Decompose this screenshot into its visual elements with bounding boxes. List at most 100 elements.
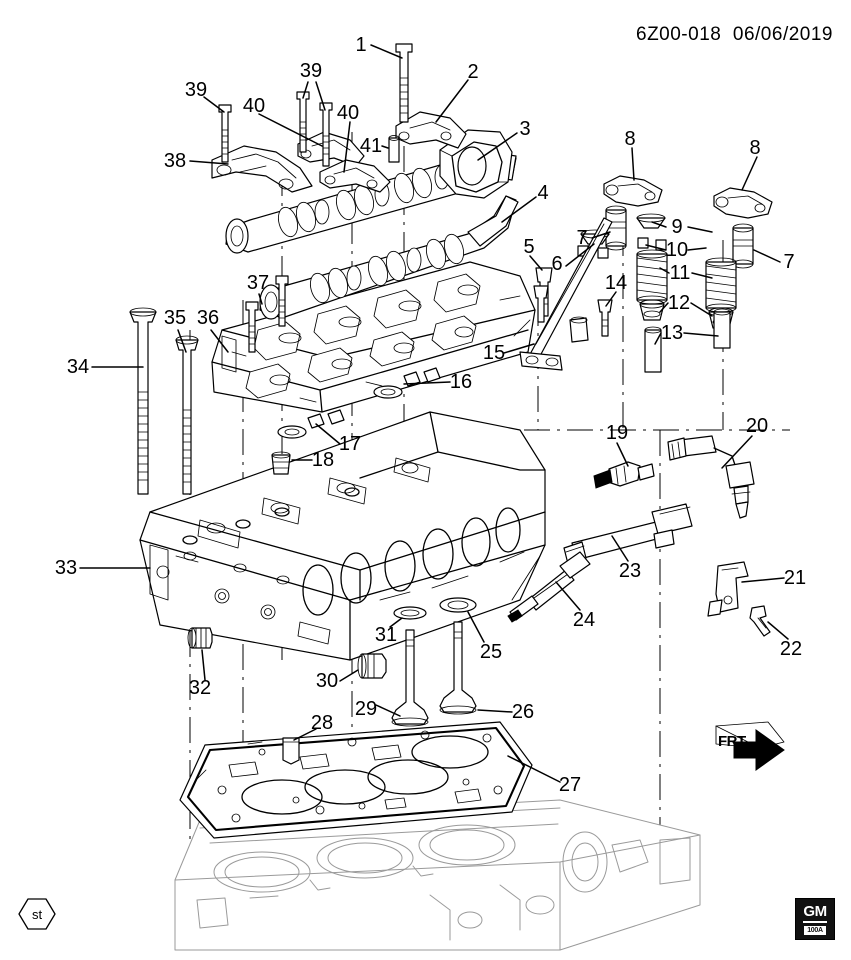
callout-fuel-injector-rail-pipe: 23	[618, 560, 642, 582]
callout-rocker-arm: 8	[624, 128, 636, 150]
camshaft-carrier	[211, 261, 536, 413]
valve-guide-13a	[644, 326, 662, 373]
cup-plug-18	[271, 451, 291, 475]
oil-control-valve-20	[667, 435, 755, 519]
callout-valve-guide: 13	[660, 322, 684, 344]
callout-valve-stem-key: 10	[665, 239, 689, 261]
bearing-cap-dowel-41	[388, 135, 400, 163]
callout-valve-spring: 11	[669, 262, 691, 284]
oil-pipe-bolt-14	[597, 299, 613, 337]
drawing-header: 6Z00-018 06/06/2019	[636, 24, 833, 45]
callout-valve-lash-adjuster: 7	[576, 227, 588, 249]
rocker-arm-8a	[603, 175, 663, 207]
valve-seat-16	[373, 367, 441, 399]
callout-valve-lash-adjuster: 7	[783, 251, 795, 273]
callout-bearing-cap-bolt: 39	[299, 60, 323, 82]
gm-sub-mark: 100A	[804, 925, 826, 935]
callout-valve-seat-exhaust: 25	[479, 641, 503, 663]
valve-spring-11b	[705, 257, 737, 313]
callout-oil-feed-pipe-bolt: 5	[523, 236, 535, 258]
bearing-cap-bolt-39b	[296, 91, 310, 153]
valve-seat-intake-31	[393, 606, 427, 620]
camshaft-carrier-bolt-37b	[275, 275, 289, 327]
bearing-cap-40a	[297, 131, 365, 167]
camshaft-bearing-cap-bolt-1	[395, 43, 413, 123]
callout-bearing-cap-bolt: 39	[184, 79, 208, 101]
callout-bearing-cap-dowel: 41	[359, 135, 383, 157]
fuel-injector-24	[507, 551, 591, 623]
bearing-cap-2	[395, 111, 467, 149]
callout-camshaft-bearing-cap: 2	[467, 61, 479, 83]
callout-valve-spring-retainer: 9	[671, 216, 683, 238]
bearing-cap-38	[211, 145, 313, 193]
callout-oil-gallery-plug: 30	[315, 670, 339, 692]
oil-gallery-plug-30	[357, 653, 387, 679]
callout-camshaft-bearing-cap-bolt: 1	[355, 34, 367, 56]
dowel-pin	[282, 737, 300, 765]
callout-camshaft-position-actuator: 3	[519, 118, 531, 140]
callout-camshaft-carrier-bolt: 37	[246, 272, 270, 294]
leader-lines	[79, 44, 789, 783]
gm-rule	[803, 920, 827, 923]
callout-intake-valve: 29	[354, 698, 378, 720]
callout-valve-seat-insert: 17	[338, 433, 362, 455]
bearing-cap-bolt-39a	[218, 104, 232, 163]
callout-dowel-pin: 28	[310, 712, 334, 734]
oil-control-valve-bolt-15	[533, 285, 549, 323]
valve-lash-adjuster-7b	[732, 223, 754, 269]
callout-rocker-arm: 8	[749, 137, 761, 159]
intake-valve-29	[391, 629, 429, 727]
gm-wordmark: GM	[803, 902, 827, 920]
frt-label: FRT	[718, 733, 746, 750]
valve-seat-17	[277, 409, 345, 439]
callout-camshaft-bearing-cap: 40	[336, 102, 360, 124]
callout-oil-feed-pipe: 6	[551, 253, 563, 275]
callout-coolant-drain-plug: 32	[188, 677, 212, 699]
valve-guide-13b	[713, 308, 731, 349]
callout-camshaft-intake: 4	[537, 182, 549, 204]
bearing-cap-bolt-39c	[319, 102, 333, 167]
cylinder-head-gasket	[179, 721, 533, 839]
st-stamp	[18, 898, 56, 930]
oil-feed-pipe-6	[519, 217, 613, 371]
callout-camshaft-bearing-cap-rear: 38	[163, 150, 187, 172]
callout-oil-control-valve-bolt: 15	[482, 342, 506, 364]
gm-logo-badge: GM 100A	[795, 898, 835, 940]
cylinder-head-bolt-short-35	[175, 335, 199, 495]
valve-stem-oil-seal-12a	[639, 299, 665, 321]
valve-spring-11a	[636, 249, 668, 305]
callout-oil-control-valve: 20	[745, 415, 769, 437]
camshaft-position-sensor-19	[593, 461, 655, 489]
cylinder-head-casting	[139, 411, 546, 661]
callout-bracket-bolt: 22	[779, 638, 803, 660]
rocker-arm-8b	[713, 187, 773, 219]
valve-seat-exhaust-25	[439, 597, 477, 613]
wiring-harness-bracket-21	[707, 561, 749, 617]
fuel-rail-pipe-23	[563, 503, 693, 565]
callout-camshaft-position-sensor: 19	[605, 422, 629, 444]
front-direction-marker	[715, 721, 785, 771]
callout-oil-pipe-bolt: 14	[604, 272, 628, 294]
bracket-bolt-22	[749, 605, 771, 637]
callout-valve-stem-oil-seal: 12	[667, 292, 691, 314]
cylinder-head-bolt-long-34	[129, 307, 157, 495]
callout-cup-plug: 18	[311, 449, 335, 471]
camshaft-intake	[259, 195, 519, 320]
camshaft-carrier-bolt-37	[245, 301, 259, 353]
callout-fuel-injector: 24	[572, 609, 596, 631]
callout-cylinder-head: 33	[54, 557, 78, 579]
callout-camshaft-carrier: 36	[196, 307, 220, 329]
coolant-drain-plug-32	[187, 627, 213, 649]
valve-spring-retainer-9a	[636, 213, 666, 229]
bearing-cap-40b	[319, 159, 391, 193]
exhaust-valve-26	[439, 621, 477, 715]
callout-camshaft-bearing-cap: 40	[242, 95, 266, 117]
callout-exhaust-valve: 26	[511, 701, 535, 723]
callout-cylinder-head-gasket: 27	[558, 774, 582, 796]
callout-cylinder-head-bolt-long: 34	[66, 356, 90, 378]
callout-valve-seat-intake: 31	[374, 624, 398, 646]
callout-valve-seat-insert: 16	[449, 371, 473, 393]
callout-wiring-harness-bracket: 21	[783, 567, 807, 589]
